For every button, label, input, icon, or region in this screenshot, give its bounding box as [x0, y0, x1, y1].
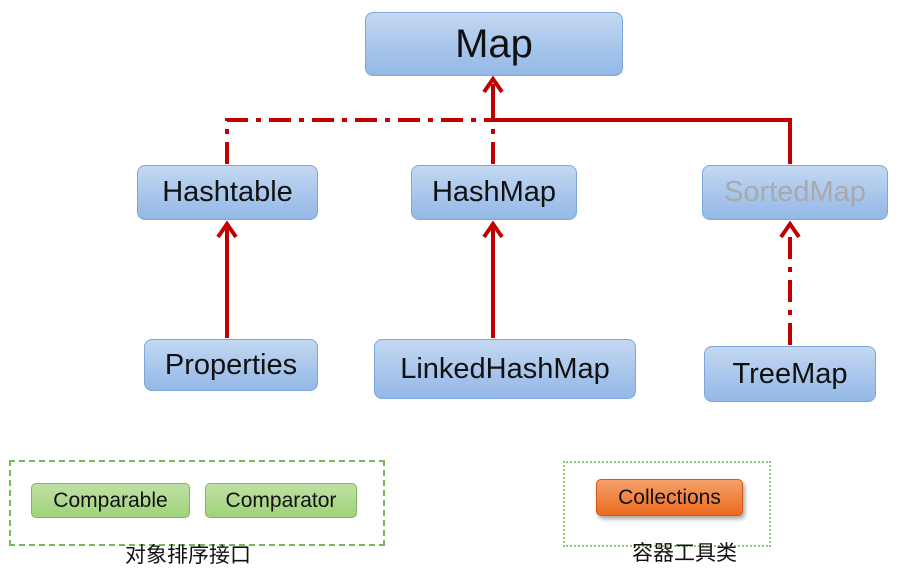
utility-class-group: [563, 461, 771, 547]
utility-group-caption: 容器工具类: [632, 541, 737, 565]
node-properties: Properties: [144, 339, 318, 391]
sorting-group-caption: 对象排序接口: [125, 543, 251, 567]
node-hashmap: HashMap: [411, 165, 577, 220]
sorting-interfaces-group: [9, 460, 385, 546]
chip-comparable: Comparable: [31, 483, 190, 518]
node-linkedhashmap: LinkedHashMap: [374, 339, 636, 399]
edge-sortedmap-map: [491, 84, 792, 164]
node-hashtable: Hashtable: [137, 165, 318, 220]
arrowhead-map: [482, 75, 504, 94]
node-sortedmap: SortedMap: [702, 165, 888, 220]
node-map: Map: [365, 12, 623, 76]
arrowhead-hashtable: [216, 220, 238, 239]
chip-collections: Collections: [596, 479, 743, 516]
edge-hashtable-map: [225, 118, 493, 164]
chip-comparator: Comparator: [205, 483, 357, 518]
node-treemap: TreeMap: [704, 346, 876, 402]
arrowhead-sortedmap: [779, 220, 801, 239]
arrowhead-hashmap: [482, 220, 504, 239]
